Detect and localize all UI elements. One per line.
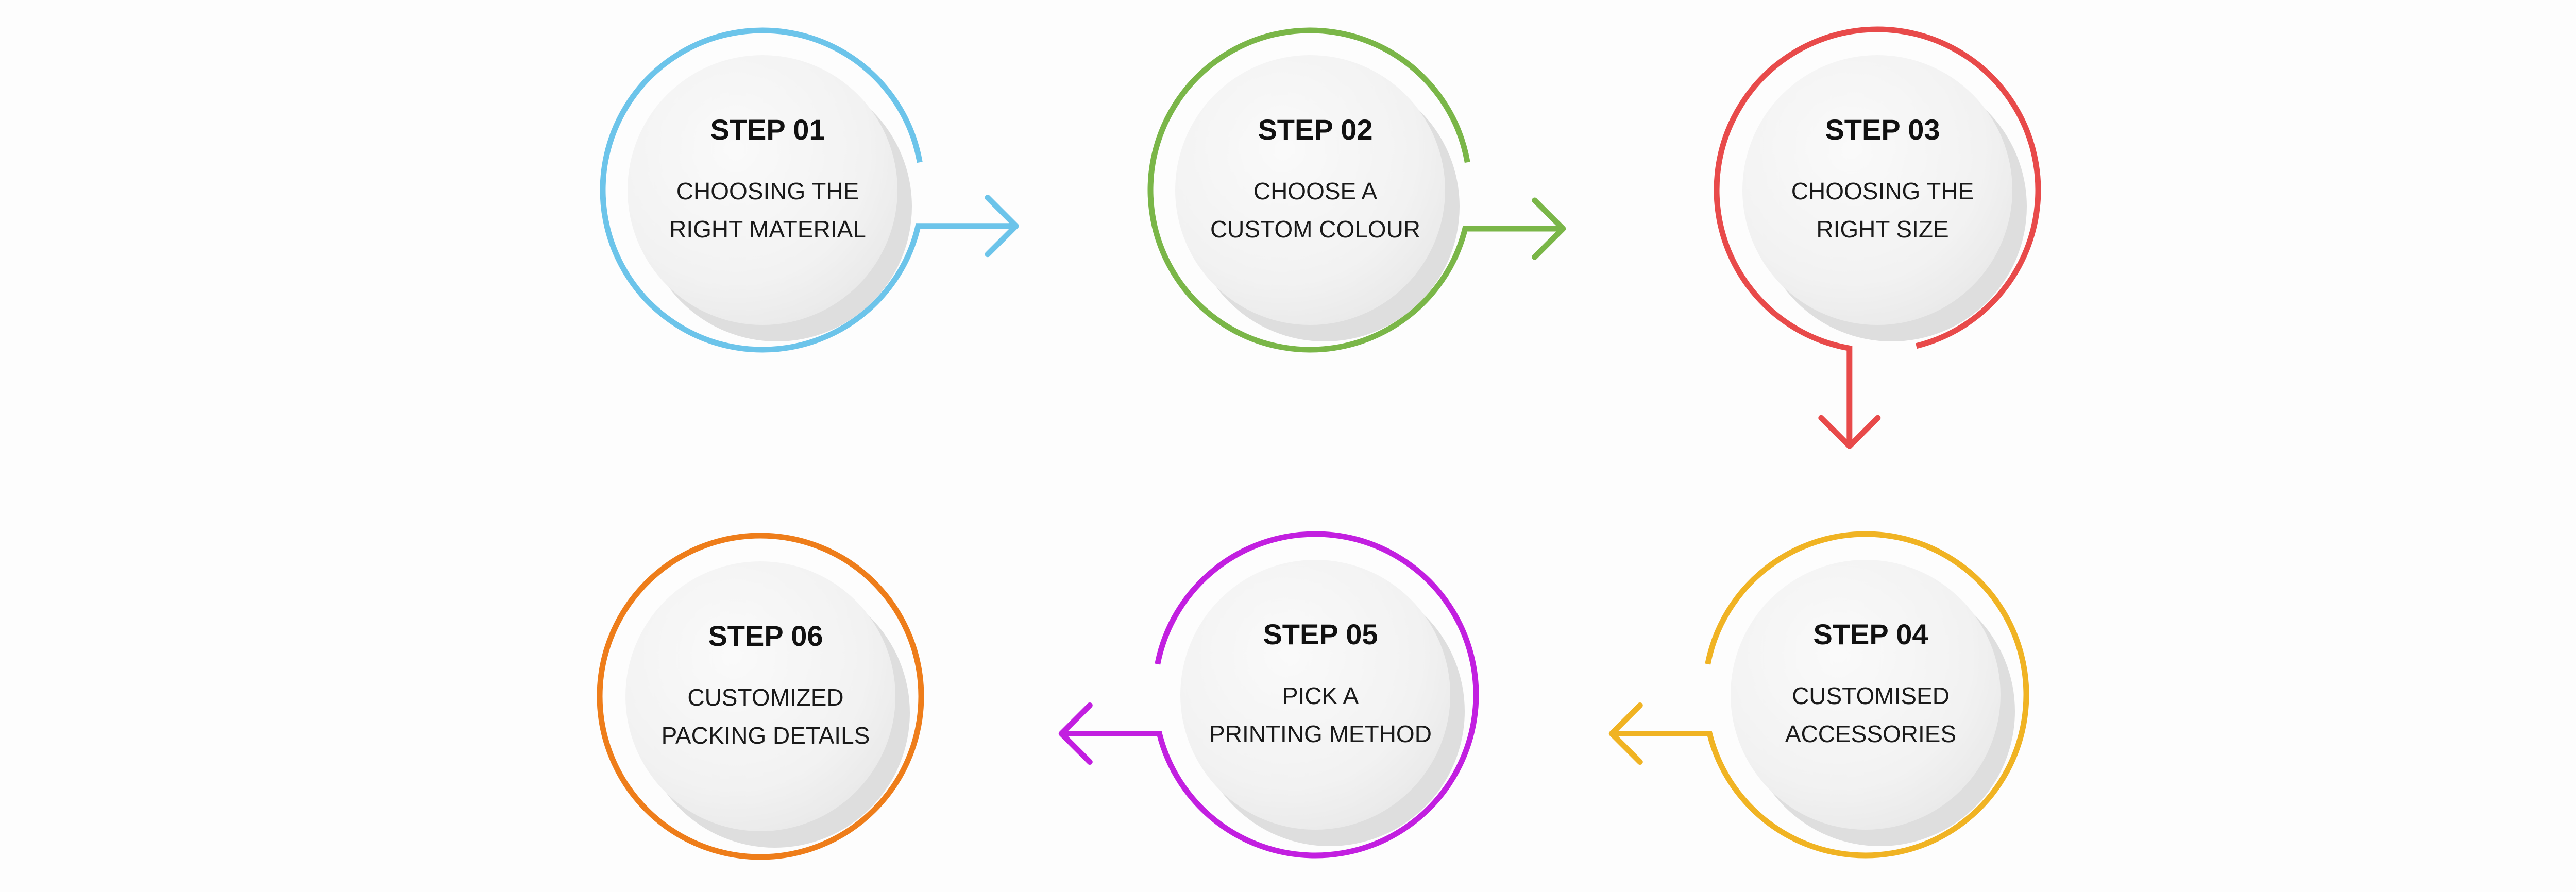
step-description-line: ACCESSORIES — [1785, 721, 1956, 747]
step-4: STEP 04 CUSTOMISED ACCESSORIES — [1608, 531, 2029, 859]
step-disc — [628, 55, 897, 325]
step-label: STEP 03 — [1825, 113, 1940, 146]
step-description-line: PRINTING METHOD — [1209, 721, 1432, 747]
arrow-right-icon — [985, 195, 1019, 258]
step-label: STEP 02 — [1258, 113, 1372, 146]
step-ring — [600, 27, 1016, 353]
step-ring — [597, 533, 924, 860]
step-disc — [625, 561, 895, 831]
step-3: STEP 03 CHOOSING THE RIGHT SIZE — [1714, 26, 2041, 449]
arrow-left-icon — [1058, 702, 1093, 765]
step-description-line: CUSTOM COLOUR — [1210, 216, 1420, 243]
step-description-line: RIGHT SIZE — [1816, 216, 1948, 243]
arrow-left-icon — [1608, 702, 1643, 765]
step-ring — [1714, 26, 2041, 447]
step-ring — [1061, 531, 1479, 859]
step-ring — [1147, 27, 1563, 353]
arrow-down-icon — [1818, 415, 1881, 449]
step-disc — [1180, 560, 1450, 830]
arrow-right-icon — [1532, 197, 1566, 260]
step-6: STEP 06 CUSTOMIZED PACKING DETAILS — [597, 533, 924, 860]
step-5: STEP 05 PICK A PRINTING METHOD — [1058, 531, 1479, 859]
step-1: STEP 01 CHOOSING THE RIGHT MATERIAL — [600, 27, 1019, 353]
step-disc — [1742, 55, 2012, 325]
step-description-line: CHOOSING THE — [676, 178, 859, 204]
step-label: STEP 01 — [710, 113, 825, 146]
step-description-line: PICK A — [1282, 682, 1359, 709]
step-description-line: PACKING DETAILS — [662, 722, 870, 749]
step-label: STEP 05 — [1263, 618, 1378, 650]
step-description-line: CHOOSING THE — [1791, 178, 1974, 204]
step-label: STEP 06 — [708, 620, 823, 652]
step-2: STEP 02 CHOOSE A CUSTOM COLOUR — [1147, 27, 1566, 353]
step-description-line: CUSTOMISED — [1792, 682, 1950, 709]
step-description-line: CHOOSE A — [1253, 178, 1378, 204]
step-description-line: CUSTOMIZED — [687, 684, 843, 711]
step-disc — [1175, 55, 1445, 325]
step-disc — [1731, 560, 2001, 830]
step-label: STEP 04 — [1813, 618, 1928, 650]
step-ring — [1612, 531, 2029, 859]
step-description-line: RIGHT MATERIAL — [669, 216, 866, 243]
